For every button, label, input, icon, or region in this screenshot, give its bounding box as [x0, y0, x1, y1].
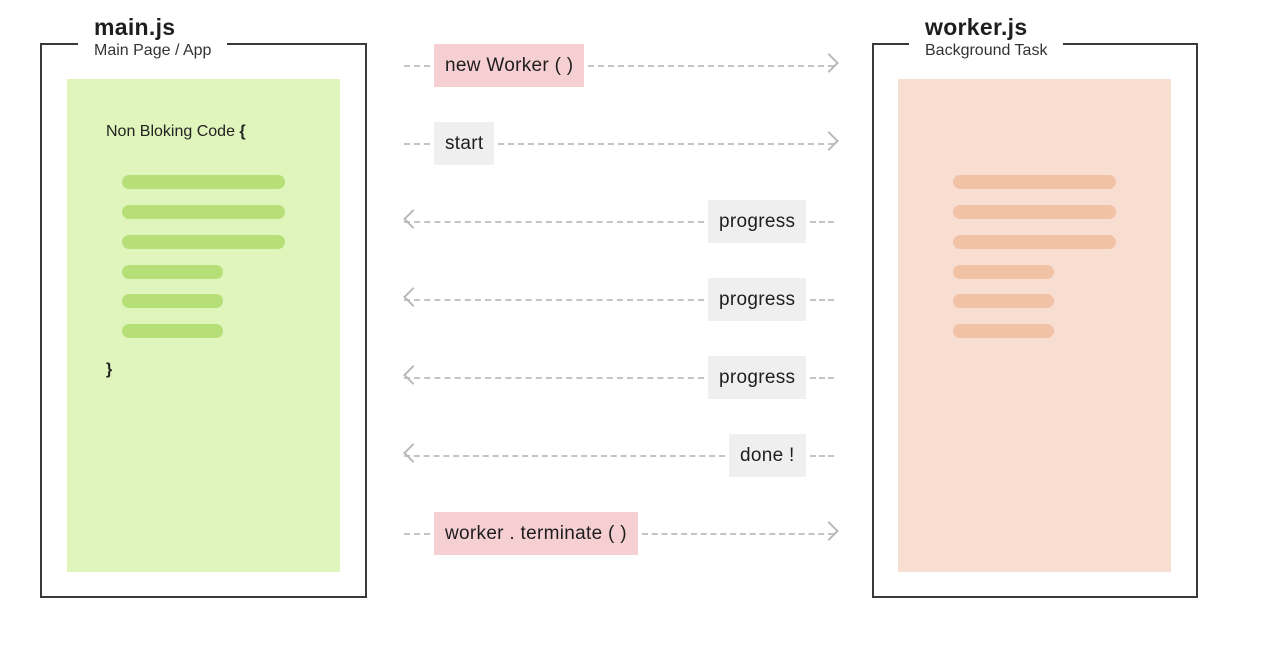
- arrow-line: [810, 455, 834, 457]
- arrow-line: [404, 455, 725, 457]
- code-line: [122, 235, 285, 249]
- message-label: progress: [708, 200, 807, 243]
- arrow-left-icon: [403, 365, 423, 385]
- code-line: [953, 265, 1054, 279]
- arrow-left-icon: [403, 443, 423, 463]
- arrow-line: [498, 143, 834, 145]
- arrow-line: [810, 299, 834, 301]
- worker-code-area: [898, 79, 1171, 572]
- code-line: [953, 175, 1116, 189]
- code-line: [122, 324, 223, 338]
- code-open-label: Non Bloking Code {: [106, 123, 246, 141]
- brace-close: }: [106, 361, 113, 378]
- code-line: [122, 294, 223, 308]
- code-line: [953, 294, 1054, 308]
- arrow-right-icon: [819, 131, 839, 151]
- code-open-text: Non Bloking Code: [106, 123, 240, 140]
- message-label: progress: [708, 278, 807, 321]
- message-label: start: [434, 122, 495, 165]
- arrow-left-icon: [403, 287, 423, 307]
- message-row: start: [402, 122, 839, 166]
- arrow-line: [404, 299, 704, 301]
- code-line: [953, 205, 1116, 219]
- message-row: progress: [402, 278, 838, 322]
- worker-panel-subtitle: Background Task: [925, 42, 1048, 59]
- message-label: progress: [708, 356, 807, 399]
- code-line: [122, 205, 285, 219]
- message-row: progress: [402, 356, 838, 400]
- message-label: worker . terminate ( ): [434, 512, 638, 555]
- worker-panel-title: worker.js: [925, 14, 1028, 40]
- arrow-line: [810, 377, 834, 379]
- main-panel-header: main.js Main Page / App: [78, 14, 228, 62]
- code-line: [953, 235, 1116, 249]
- arrow-line: [404, 377, 704, 379]
- arrow-line: [404, 143, 430, 145]
- code-line: [122, 175, 285, 189]
- arrow-line: [404, 221, 704, 223]
- message-row: progress: [402, 200, 838, 244]
- worker-panel-header: worker.js Background Task: [909, 14, 1064, 62]
- arrow-line: [404, 65, 430, 67]
- message-label: new Worker ( ): [434, 44, 585, 87]
- arrow-left-icon: [403, 209, 423, 229]
- code-line: [953, 324, 1054, 338]
- arrow-line: [810, 221, 834, 223]
- arrow-right-icon: [819, 521, 839, 541]
- arrow-line: [642, 533, 834, 535]
- message-label: done !: [729, 434, 806, 477]
- message-row: new Worker ( ): [402, 44, 839, 88]
- arrow-line: [404, 533, 430, 535]
- code-line: [122, 265, 223, 279]
- main-panel-title: main.js: [94, 14, 176, 40]
- arrow-line: [588, 65, 834, 67]
- main-panel-subtitle: Main Page / App: [94, 42, 212, 59]
- brace-open: {: [239, 123, 246, 140]
- message-row: done !: [402, 434, 838, 478]
- message-row: worker . terminate ( ): [402, 512, 839, 556]
- arrow-right-icon: [819, 53, 839, 73]
- main-code-area: Non Bloking Code { }: [67, 79, 340, 572]
